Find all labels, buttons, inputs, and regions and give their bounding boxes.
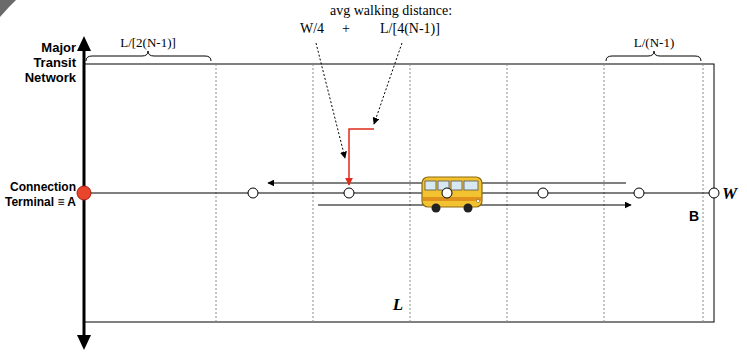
dimension-brace bbox=[606, 51, 701, 61]
bus-icon bbox=[422, 177, 482, 213]
dimension-label: L/(N-1) bbox=[634, 35, 674, 50]
formula-term: W/4 bbox=[300, 21, 324, 37]
leader-arrow bbox=[316, 43, 345, 158]
corner-mark bbox=[0, 0, 16, 17]
bus-stop bbox=[634, 188, 644, 198]
bus-stop bbox=[248, 188, 258, 198]
width-label: W bbox=[722, 184, 737, 204]
bus-stops bbox=[248, 188, 719, 198]
formula-operator: + bbox=[342, 21, 350, 37]
network-label: Major Transit Network bbox=[2, 40, 76, 85]
bus-wheel bbox=[464, 204, 473, 213]
terminal-label: Connection Terminal ≡ A bbox=[2, 180, 76, 210]
bus-stop bbox=[344, 188, 354, 198]
bus-stop bbox=[709, 188, 719, 198]
bus-wheel bbox=[432, 204, 441, 213]
bus-stop bbox=[442, 188, 452, 198]
bus-window bbox=[451, 181, 462, 190]
service-area bbox=[84, 64, 714, 322]
formula-term: L/[4(N-1)] bbox=[380, 21, 440, 37]
connection-terminal bbox=[77, 186, 91, 200]
dimension-brace bbox=[86, 51, 211, 61]
endpoint-label: B bbox=[689, 208, 699, 224]
bus-stripe bbox=[423, 197, 481, 201]
bus-body bbox=[422, 177, 482, 207]
arrowhead bbox=[77, 36, 91, 51]
arrowhead bbox=[77, 335, 91, 350]
dimension-label: L/[2(N-1)] bbox=[120, 35, 176, 50]
feeder-route bbox=[84, 192, 714, 193]
bus-light bbox=[476, 199, 479, 202]
walking-path bbox=[349, 129, 374, 185]
leader-arrow bbox=[374, 43, 402, 124]
bus-window bbox=[425, 181, 436, 190]
length-label: L bbox=[393, 295, 403, 315]
bus-window bbox=[464, 181, 478, 190]
walking-heading: avg walking distance: bbox=[330, 3, 452, 19]
bus-stop bbox=[538, 188, 548, 198]
